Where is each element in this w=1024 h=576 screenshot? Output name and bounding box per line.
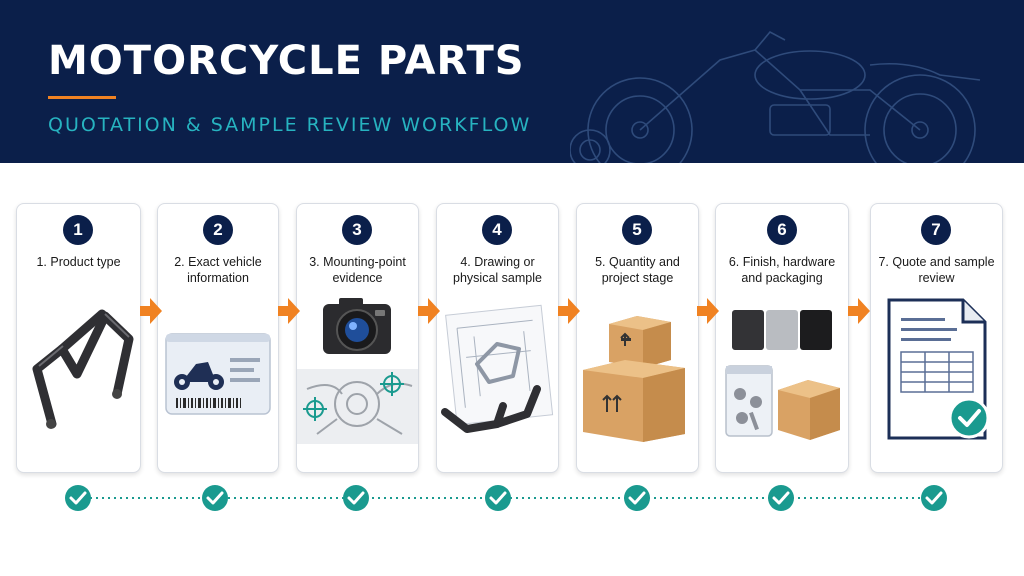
finish-swatches-icon (725, 310, 840, 440)
step-label: 2. Exact vehicle information (174, 255, 262, 285)
step-card-7: 7 7. Quote and sample review (870, 203, 1003, 473)
page-title: MOTORCYCLE PARTS (48, 38, 525, 84)
vehicle-id-card-icon (165, 333, 271, 415)
crash-bar-icon (32, 309, 134, 429)
step-number-badge: 5 (622, 215, 652, 245)
step-label: 1. Product type (36, 255, 121, 269)
camera-icon (297, 298, 418, 444)
step-label: 4. Drawing or physical sample (453, 255, 542, 285)
progress-check-icon (485, 485, 511, 511)
step-card-4: 4 4. Drawing or physical sample (436, 203, 559, 473)
step-number-badge: 7 (921, 215, 951, 245)
step-label: 7. Quote and sample review (878, 255, 995, 285)
progress-check-icon (768, 485, 794, 511)
step-label: 6. Finish, hardware and packaging (728, 255, 836, 285)
motorcycle-line-art-icon (570, 30, 981, 163)
step-card-6: 6 6. Finish, hardware and packaging (715, 203, 849, 473)
step-number-badge: 6 (767, 215, 797, 245)
cardboard-boxes-icon (583, 316, 685, 442)
step-label: 3. Mounting-point evidence (309, 255, 406, 285)
progress-track (65, 485, 947, 511)
step-card-1: 1 1. Product type (16, 203, 141, 473)
arrow-right-icon (140, 298, 162, 324)
step-number-badge: 2 (203, 215, 233, 245)
step-number-badge: 3 (342, 215, 372, 245)
progress-check-icon (624, 485, 650, 511)
step-card-5: 5 5. Quantity and project stage (576, 203, 699, 473)
header-banner: MOTORCYCLE PARTS QUOTATION & SAMPLE REVI… (0, 0, 1024, 163)
arrow-right-icon (848, 298, 870, 324)
step-number-badge: 4 (482, 215, 512, 245)
arrow-right-icon (697, 298, 719, 324)
title-underline (48, 96, 116, 99)
arrow-right-icon (558, 298, 580, 324)
arrow-right-icon (418, 298, 440, 324)
progress-check-icon (202, 485, 228, 511)
step-card-3: 3 3. Mounting-point evidence (296, 203, 419, 473)
arrow-right-icon (278, 298, 300, 324)
technical-drawing-icon (441, 304, 554, 433)
progress-check-icon (65, 485, 91, 511)
step-number-badge: 1 (63, 215, 93, 245)
step-label: 5. Quantity and project stage (595, 255, 680, 285)
progress-check-icon (921, 485, 947, 511)
step-card-2: 2 2. Exact vehicle information (157, 203, 279, 473)
quote-document-icon (887, 298, 990, 440)
progress-check-icon (343, 485, 369, 511)
page-subtitle: QUOTATION & SAMPLE REVIEW WORKFLOW (48, 114, 532, 136)
